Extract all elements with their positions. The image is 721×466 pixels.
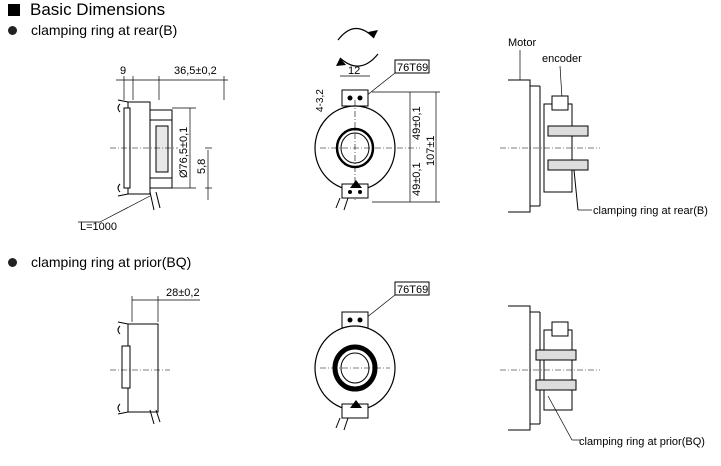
dim-slot-depth: 4-3,2 — [315, 89, 326, 112]
section-b-label-row: clamping ring at rear(B) — [8, 22, 177, 38]
dim-offset: 5,8 — [196, 159, 208, 174]
dim-total: 107±1 — [425, 135, 437, 166]
dim-diameter: Ø76,5±0,1 — [178, 127, 190, 178]
install-callout-prior: clamping ring at prior(BQ) — [579, 436, 705, 448]
encoder-label: encoder — [542, 53, 582, 65]
section-bq-label-row: clamping ring at prior(BQ) — [8, 254, 191, 270]
side-view-prior: 28±0,2 — [110, 287, 200, 425]
dim-length-36: 36,5±0,2 — [174, 65, 217, 77]
dim-length-28: 28±0,2 — [166, 287, 200, 299]
model-tag: 76T69 — [397, 62, 428, 74]
section-b-label: clamping ring at rear(B) — [31, 22, 178, 38]
bullet-dot-icon — [8, 257, 17, 267]
dim-width-9: 9 — [120, 65, 126, 77]
dim-slot: 12 — [348, 65, 360, 77]
dim-upper: 49±0,1 — [411, 106, 423, 140]
page-title-text: Basic Dimensions — [30, 0, 166, 19]
side-view-rear: 9 36,5±0,2 Ø76,5±0,1 5,8 L=1000 — [78, 65, 228, 233]
page-title: Basic Dimensions — [8, 0, 165, 20]
title-square-icon — [8, 4, 20, 16]
front-view-rear: 76T69 12 4-3,2 49±0,1 49±0,1 107±1 — [314, 27, 440, 211]
dim-lower: 49±0,1 — [411, 162, 423, 196]
section-bq-label: clamping ring at prior(BQ) — [31, 254, 192, 270]
bullet-dot-icon — [8, 25, 17, 35]
install-view-rear: Motor encoder clamping ring at rear(B) — [500, 37, 708, 217]
cable-label: L=1000 — [80, 221, 117, 233]
install-callout-rear: clamping ring at rear(B) — [593, 205, 708, 217]
front-view-prior: 76T69 — [314, 281, 430, 431]
install-view-prior: clamping ring at prior(BQ) — [500, 305, 705, 448]
model-tag-prior: 76T69 — [397, 284, 428, 296]
motor-label: Motor — [508, 37, 536, 49]
